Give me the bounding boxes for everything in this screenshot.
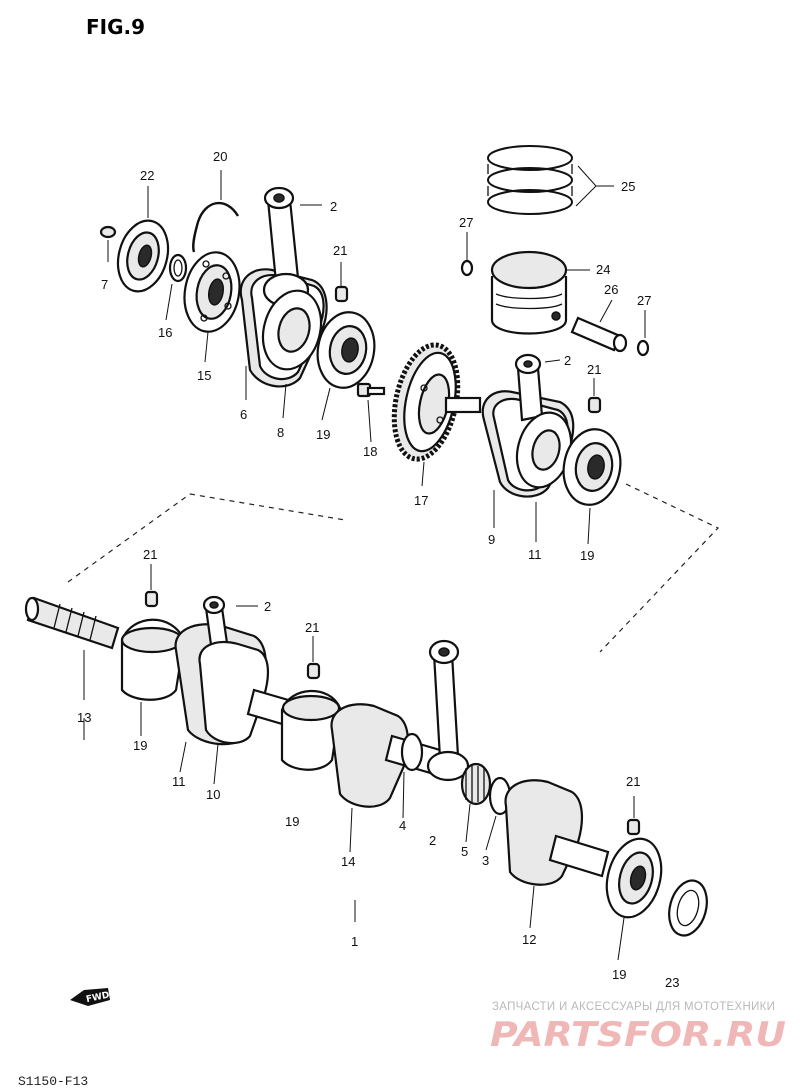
callout-19: 19 (285, 814, 299, 829)
callout-2: 2 (264, 599, 271, 614)
callout-2: 2 (564, 353, 571, 368)
callout-11: 11 (528, 547, 542, 562)
direction-marker: FWD (70, 988, 110, 1006)
callout-23: 23 (665, 975, 679, 990)
callouts-lower: 21 2 21 13 19 11 10 19 4 14 2 5 3 21 12 … (77, 547, 679, 990)
callout-19: 19 (612, 967, 626, 982)
callout-22: 22 (140, 168, 154, 183)
callout-19: 19 (133, 738, 147, 753)
callout-1: 1 (351, 934, 358, 949)
callout-25: 25 (621, 179, 635, 194)
part-19-bearing-lower-c (605, 837, 663, 919)
callout-10: 10 (206, 787, 220, 802)
callout-6: 6 (240, 407, 247, 422)
callout-27: 27 (637, 293, 651, 308)
callout-7: 7 (101, 277, 108, 292)
watermark-logo: PARTSFOR.RU (490, 1015, 786, 1055)
part-21-pin-lower-a (144, 590, 159, 608)
callout-3: 3 (482, 853, 489, 868)
watermark: ЗАПЧАСТИ И АКСЕССУАРЫ ДЛЯ МОТОТЕХНИКИ PA… (490, 1001, 786, 1055)
callout-21: 21 (305, 620, 319, 635)
callout-14: 14 (341, 854, 355, 869)
part-13-crankshaft-end (24, 596, 120, 650)
part-15-bearing (183, 251, 241, 333)
part-19-bearing-upper-b (562, 428, 622, 506)
part-2-connecting-rod-lower-right (426, 639, 470, 782)
callout-18: 18 (363, 444, 377, 459)
callouts-upper: 22 20 2 7 16 15 21 6 8 19 18 27 25 24 26… (101, 149, 651, 563)
part-21-pin-upper-a (334, 285, 349, 303)
callout-8: 8 (277, 425, 284, 440)
callout-21: 21 (626, 774, 640, 789)
part-26-piston-pin (570, 316, 628, 353)
callout-15: 15 (197, 368, 211, 383)
part-5-needle-bearing (460, 762, 492, 806)
part-23-oil-seal (668, 879, 708, 937)
callout-24: 24 (596, 262, 610, 277)
part-17-primary-gear (391, 342, 482, 462)
callout-2: 2 (429, 833, 436, 848)
callout-11: 11 (172, 774, 186, 789)
part-21-pin-upper-b (587, 396, 602, 414)
part-7-dowel (99, 225, 117, 239)
part-18-bolt (356, 382, 386, 398)
part-21-pin-lower-c (626, 818, 641, 836)
part-19-bearing-lower-b (280, 689, 342, 771)
part-19-bearing-upper-a (316, 311, 376, 389)
callout-21: 21 (143, 547, 157, 562)
callout-20: 20 (213, 149, 227, 164)
part-12-crank-web (504, 779, 610, 886)
callout-9: 9 (488, 532, 495, 547)
callout-19: 19 (580, 548, 594, 563)
callout-2: 2 (330, 199, 337, 214)
part-27-piston-pin-clip-a (460, 259, 474, 277)
callout-21: 21 (587, 362, 601, 377)
part-19-bearing-lower-a (120, 618, 186, 701)
callout-5: 5 (461, 844, 468, 859)
part-27-piston-pin-clip-b (636, 339, 650, 357)
part-10-crank-web-lower (198, 640, 270, 745)
callout-4: 4 (399, 818, 406, 833)
callout-27: 27 (459, 215, 473, 230)
callout-26: 26 (604, 282, 618, 297)
part-4-ring (400, 732, 424, 772)
part-2-connecting-rod-upper-left (262, 186, 310, 308)
callout-21: 21 (333, 243, 347, 258)
callout-17: 17 (414, 493, 428, 508)
part-20-circlip (192, 201, 240, 253)
watermark-tagline: ЗАПЧАСТИ И АКСЕССУАРЫ ДЛЯ МОТОТЕХНИКИ (492, 1001, 775, 1013)
figure-code: S1150-F13 (18, 1074, 88, 1089)
callout-16: 16 (158, 325, 172, 340)
callout-13: 13 (77, 710, 91, 725)
upper-leader-lines (107, 165, 646, 545)
part-24-piston (490, 250, 568, 335)
part-25-piston-rings (487, 145, 573, 215)
lower-leader-lines (83, 564, 635, 961)
part-21-pin-lower-b (306, 662, 321, 680)
callout-12: 12 (522, 932, 536, 947)
assembly-group-outline (67, 483, 720, 653)
forward-arrow-icon (70, 988, 110, 1006)
part-11-crank-web-inner (515, 411, 573, 489)
part-22-oil-seal (116, 219, 170, 293)
callout-19: 19 (316, 427, 330, 442)
fwd-label: FWD (85, 990, 110, 1005)
figure-title: FIG.9 (86, 15, 145, 39)
part-16-snap-ring (168, 253, 188, 283)
part-8-crank-web-inner (261, 289, 323, 371)
